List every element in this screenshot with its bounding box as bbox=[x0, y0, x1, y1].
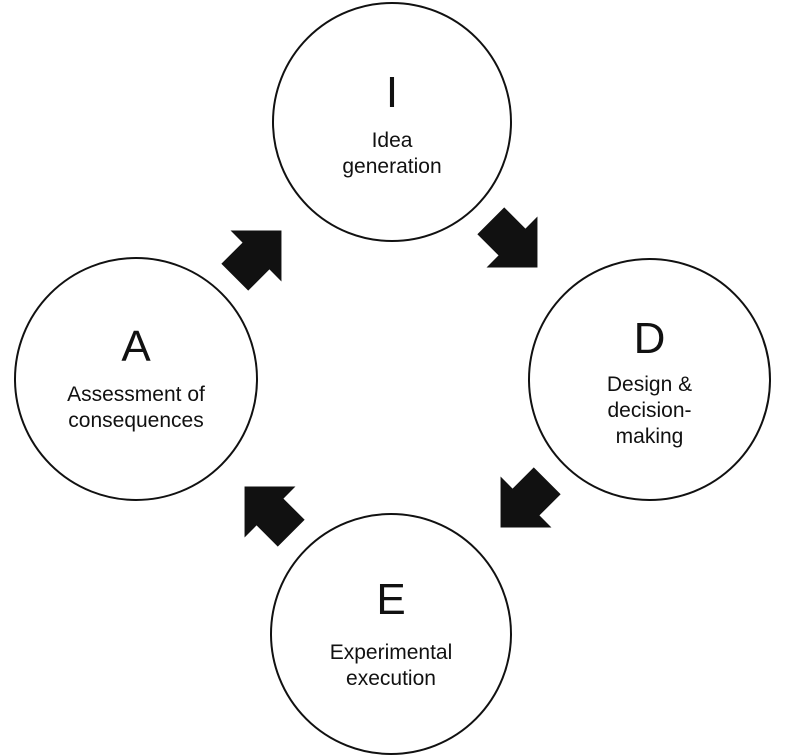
node-design-decision-making: D Design & decision- making bbox=[528, 258, 771, 501]
node-experiment-label-line: execution bbox=[346, 667, 436, 690]
node-design-label: Design & decision- making bbox=[530, 372, 769, 450]
node-idea-label-line: generation bbox=[342, 155, 442, 178]
node-assessment-letter: A bbox=[121, 322, 151, 371]
arrow-design-to-experiment bbox=[500, 467, 561, 528]
node-design-label-line: making bbox=[615, 425, 684, 448]
node-design-label-line: decision- bbox=[607, 399, 692, 422]
node-experiment-label-line: Experimental bbox=[329, 641, 453, 664]
node-idea-label: Idea generation bbox=[274, 128, 510, 180]
node-experimental-execution: E Experimental execution bbox=[270, 513, 512, 755]
node-assessment-label-line: consequences bbox=[68, 409, 204, 432]
node-idea-letter: I bbox=[385, 68, 399, 117]
node-idea-generation: I Idea generation bbox=[272, 2, 512, 242]
node-design-label-line: Design & bbox=[606, 373, 693, 396]
arrow-idea-to-design bbox=[477, 207, 538, 268]
node-assessment-label: Assessment of consequences bbox=[16, 382, 256, 434]
node-experiment-label: Experimental execution bbox=[272, 640, 510, 692]
node-idea-label-line: Idea bbox=[371, 129, 413, 152]
node-assessment-of-consequences: A Assessment of consequences bbox=[14, 257, 258, 501]
node-assessment-label-line: Assessment of bbox=[67, 383, 205, 406]
node-design-letter: D bbox=[633, 314, 666, 363]
node-experiment-letter: E bbox=[376, 575, 406, 624]
arrow-experiment-to-assessment bbox=[244, 486, 305, 547]
arrow-assessment-to-idea bbox=[221, 230, 282, 291]
